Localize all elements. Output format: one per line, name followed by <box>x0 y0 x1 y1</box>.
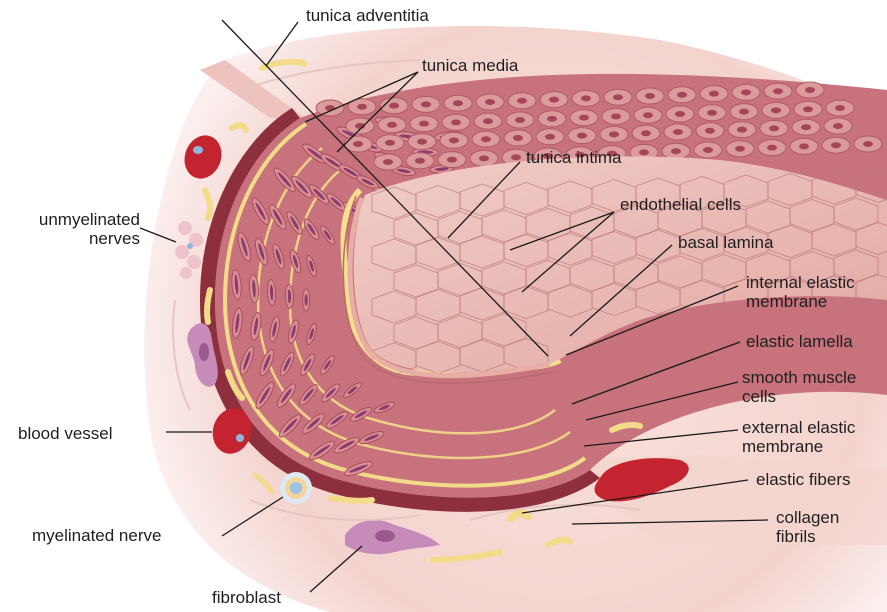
media-surface-nucleus <box>709 91 719 97</box>
smooth-muscle-nucleus <box>305 294 308 306</box>
media-surface-nucleus <box>417 139 427 145</box>
media-surface-nucleus <box>549 97 559 103</box>
label-elastic-lamella: elastic lamella <box>746 332 853 351</box>
label-external-elastic-membrane-line1: external elastic <box>742 418 855 437</box>
media-surface-nucleus <box>579 115 589 121</box>
blood-vessel-middle-highlight <box>236 434 244 442</box>
media-surface-nucleus <box>449 137 459 143</box>
media-surface-nucleus <box>421 101 431 107</box>
media-surface-nucleus <box>835 105 845 111</box>
media-surface-nucleus <box>353 141 363 147</box>
media-surface-nucleus <box>833 123 843 129</box>
media-surface-nucleus <box>801 124 811 130</box>
media-surface-nucleus <box>741 89 751 95</box>
fibroblast-lower-nucleus <box>375 530 395 542</box>
media-surface-nucleus <box>577 133 587 139</box>
elastic-fiber-6 <box>330 498 372 501</box>
media-surface-nucleus <box>641 130 651 136</box>
label-unmyelinated-nerves: unmyelinated nerves <box>10 210 140 248</box>
media-surface-nucleus <box>613 94 623 100</box>
label-smooth-muscle-cells: smooth muscle cells <box>742 368 856 406</box>
media-surface-nucleus <box>677 92 687 98</box>
label-myelinated-nerve: myelinated nerve <box>32 526 161 545</box>
media-surface-nucleus <box>611 113 621 119</box>
media-surface-nucleus <box>415 158 425 164</box>
media-surface-nucleus <box>547 116 557 122</box>
media-surface-nucleus <box>609 131 619 137</box>
label-collagen-fibrils-line2: fibrils <box>776 527 839 546</box>
label-fibroblast: fibroblast <box>212 588 281 607</box>
media-surface-nucleus <box>447 157 457 163</box>
media-surface-nucleus <box>739 109 749 115</box>
media-surface-nucleus <box>545 134 555 140</box>
elastic-fiber-8 <box>511 513 528 518</box>
media-surface-nucleus <box>511 154 521 160</box>
media-surface-nucleus <box>357 104 367 110</box>
media-surface-nucleus <box>771 107 781 113</box>
media-surface-nucleus <box>383 159 393 165</box>
media-surface-nucleus <box>773 88 783 94</box>
label-unmyelinated-nerves-line2: nerves <box>10 229 140 248</box>
media-surface-nucleus <box>703 147 713 153</box>
media-surface-nucleus <box>805 87 815 93</box>
label-internal-elastic-membrane-line1: internal elastic <box>746 273 855 292</box>
label-collagen-fibrils-line1: collagen <box>776 508 839 527</box>
media-surface-nucleus <box>735 146 745 152</box>
media-surface-nucleus <box>451 119 461 125</box>
media-surface-nucleus <box>483 118 493 124</box>
label-external-elastic-membrane-line2: membrane <box>742 437 855 456</box>
media-surface-nucleus <box>485 99 495 105</box>
label-endothelial-cells: endothelial cells <box>620 195 741 214</box>
media-surface-nucleus <box>419 121 429 127</box>
media-surface-nucleus <box>767 145 777 151</box>
media-surface-nucleus <box>707 110 717 116</box>
media-surface-nucleus <box>453 100 463 106</box>
media-surface-nucleus <box>515 117 525 123</box>
media-surface-nucleus <box>863 141 873 147</box>
elastic-fiber-4 <box>207 290 210 322</box>
label-external-elastic-membrane: external elastic membrane <box>742 418 855 456</box>
media-surface-nucleus <box>705 128 715 134</box>
media-surface-nucleus <box>385 140 395 146</box>
label-tunica-adventitia: tunica adventitia <box>306 6 429 25</box>
fibroblast-upper-nucleus <box>199 343 209 361</box>
label-internal-elastic-membrane-line2: membrane <box>746 292 855 311</box>
media-surface-nucleus <box>799 143 809 149</box>
media-surface-nucleus <box>673 129 683 135</box>
media-surface-nucleus <box>803 106 813 112</box>
label-collagen-fibrils: collagen fibrils <box>776 508 839 546</box>
media-surface-nucleus <box>737 127 747 133</box>
media-surface-nucleus <box>479 155 489 161</box>
media-surface-nucleus <box>645 93 655 99</box>
media-surface-nucleus <box>639 149 649 155</box>
media-surface-nucleus <box>389 103 399 109</box>
media-surface-nucleus <box>481 136 491 142</box>
media-surface-nucleus <box>831 142 841 148</box>
media-surface-nucleus <box>671 148 681 154</box>
label-basal-lamina: basal lamina <box>678 233 773 252</box>
label-internal-elastic-membrane: internal elastic membrane <box>746 273 855 311</box>
media-surface-nucleus <box>643 112 653 118</box>
media-surface-nucleus <box>513 135 523 141</box>
label-smooth-muscle-cells-line2: cells <box>742 387 856 406</box>
label-blood-vessel: blood vessel <box>18 424 113 443</box>
media-surface-nucleus <box>675 111 685 117</box>
blood-vessel-upper-highlight <box>193 146 203 154</box>
media-surface-nucleus <box>581 95 591 101</box>
media-surface-nucleus <box>387 122 397 128</box>
media-surface-nucleus <box>517 98 527 104</box>
myelinated-nerve-axon <box>290 482 302 494</box>
label-tunica-media: tunica media <box>422 56 518 75</box>
label-smooth-muscle-cells-line1: smooth muscle <box>742 368 856 387</box>
label-tunica-intima: tunica intima <box>526 148 621 167</box>
media-surface-nucleus <box>769 125 779 131</box>
label-elastic-fibers: elastic fibers <box>756 470 850 489</box>
label-unmyelinated-nerves-line1: unmyelinated <box>10 210 140 229</box>
